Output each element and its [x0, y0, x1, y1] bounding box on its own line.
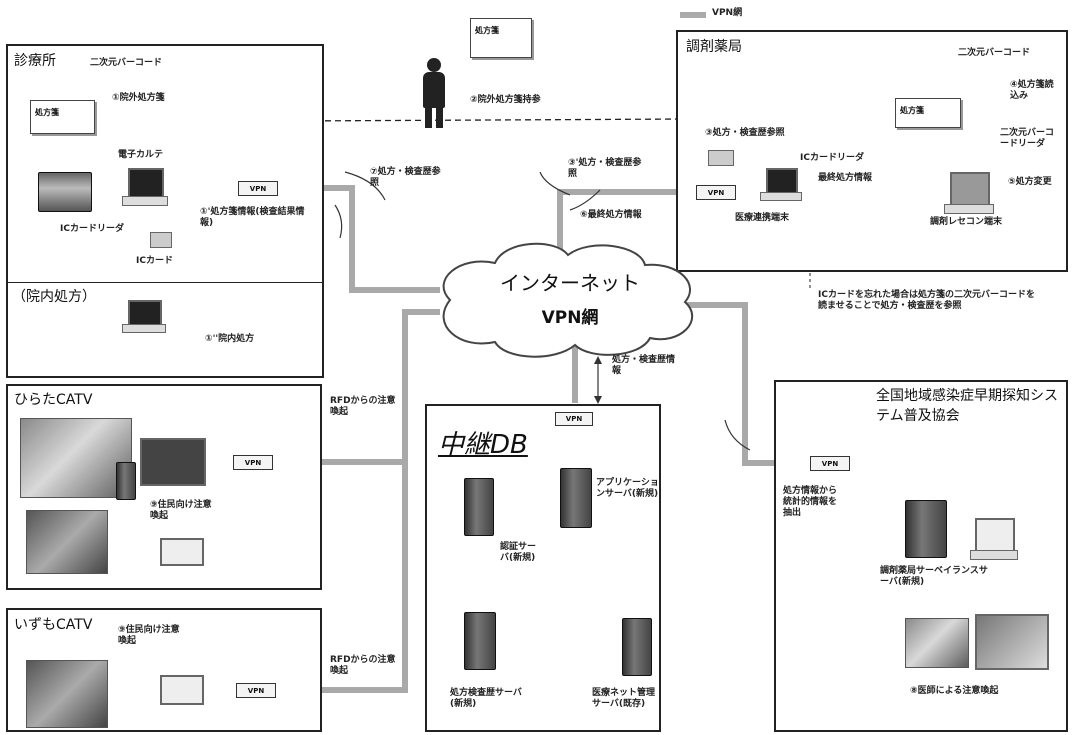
clinic-step1c: ①''院内処方	[205, 334, 254, 345]
clinic-prescription-doc: 処方箋	[30, 100, 95, 134]
clinic-title: 診療所	[14, 50, 56, 70]
recon-keyboard-icon	[944, 204, 994, 214]
assoc-step8: ⑧医師による注意喚起	[910, 686, 998, 697]
surveillance-server-icon	[905, 500, 947, 558]
hirata-community-photo	[26, 510, 108, 574]
internet-vpn-label: VPN網	[470, 303, 670, 328]
relaydb-vpn-box: VPN	[555, 412, 593, 426]
legend-label: VPN網	[712, 8, 742, 19]
pharmacy-step4: ④処方箋読込み	[1010, 80, 1060, 102]
legend-swatch	[680, 12, 706, 18]
izumo-vpn-box: VPN	[236, 683, 276, 698]
prescription-server-icon	[464, 612, 496, 670]
clinic-vpn-box: VPN	[238, 181, 278, 196]
patient-step2: ②院外処方箋持参	[470, 95, 541, 106]
pharmacy-step5: ⑤処方変更	[1008, 177, 1052, 188]
assoc-vpn-box: VPN	[810, 456, 850, 471]
clinic-ref-step7: ⑦処方・検査歴参照	[370, 167, 446, 189]
assoc-server-label: 調剤薬局サーベイランスサーバ(新規)	[880, 566, 990, 588]
relaydb-prescription-server: 処方検査歴サーバ(新規)	[450, 688, 530, 710]
assoc-flow-label: 処方情報から統計的情報を抽出	[783, 486, 841, 518]
clinic-divider	[8, 282, 322, 283]
emr-keyboard-icon	[122, 196, 168, 206]
pharmacy-note: ICカードを忘れた場合は処方箋の二次元バーコードを読ませることで処方・検査歴を参…	[818, 290, 1038, 312]
clinic-step1: ①院外処方箋	[112, 93, 165, 104]
patient-figure-icon	[415, 58, 455, 128]
internet-label: インターネット	[470, 267, 670, 296]
hirata-rfd: RFDからの注意喚起	[330, 396, 400, 418]
hirata-tv-icon	[140, 438, 206, 486]
pharmacy-recon-label: 調剤レセコン端末	[930, 217, 1002, 228]
pharmacy-title: 調剤薬局	[686, 36, 742, 56]
relaydb-network-server: 医療ネット管理サーバ(既存)	[592, 688, 658, 710]
pharmacy-terminal-monitor	[766, 168, 798, 194]
izumo-community-photo	[26, 660, 108, 728]
ic-card-icon	[150, 232, 172, 248]
clinic-ic-reader-label: ICカードリーダ	[60, 224, 124, 235]
assoc-title: 全国地域感染症早期探知システム普及協会	[876, 386, 1066, 427]
pharmacy-panel	[676, 30, 1068, 272]
clinic-step1b: ①'処方箋情報(検査結果情報)	[200, 207, 310, 229]
izumo-title: いずもCATV	[14, 614, 92, 634]
clinic-inhouse-label: （院内処方）	[12, 286, 96, 306]
hirata-vpn-box: VPN	[233, 455, 273, 470]
pharmacy-barcode-reader: 二次元バーコードリーダ	[1000, 128, 1062, 150]
printer-icon	[38, 172, 92, 212]
network-server-icon	[622, 618, 652, 676]
izumo-rfd: RFDからの注意喚起	[330, 655, 400, 677]
assoc-monitor-icon	[975, 518, 1015, 552]
relay-ref-label: 処方・検査歴情報	[612, 355, 682, 377]
hirata-stb-icon	[116, 462, 136, 500]
clinic-barcode-label: 二次元バーコード	[90, 58, 162, 69]
relaydb-auth-server: 認証サーバ(新規)	[500, 542, 544, 564]
assoc-doctor-photo	[905, 618, 969, 668]
patient-prescription-doc: 処方箋	[470, 18, 532, 58]
assoc-display-icon	[975, 614, 1049, 670]
inhouse-keyboard-icon	[122, 324, 166, 333]
net-step6: ⑥最終処方情報	[580, 210, 652, 221]
pharmacy-terminal-keyboard	[760, 192, 802, 201]
clinic-ic-card-label: ICカード	[136, 256, 173, 267]
pharmacy-ic-reader: ICカードリーダ	[800, 153, 864, 164]
izumo-pc-icon	[160, 675, 204, 705]
hirata-pc-icon	[160, 538, 204, 566]
hirata-title: ひらたCATV	[14, 389, 92, 409]
net-step3b: ③'処方・検査歴参照	[568, 158, 646, 180]
izumo-step: ⑨住民向け注意喚起	[118, 625, 188, 647]
hirata-step: ⑨住民向け注意喚起	[150, 500, 220, 522]
assoc-keyboard-icon	[970, 550, 1018, 560]
pharmacy-ic-card-icon	[708, 150, 734, 166]
clinic-emr-label: 電子カルテ	[118, 150, 163, 161]
pharmacy-barcode-label: 二次元バーコード	[958, 48, 1030, 59]
pharmacy-prescription-doc: 処方箋	[895, 98, 961, 128]
emr-monitor-icon	[128, 168, 164, 198]
pharmacy-vpn-box: VPN	[696, 185, 736, 200]
pharmacy-final-info: 最終処方情報	[818, 173, 872, 184]
relaydb-app-server: アプリケーションサーバ(新規)	[596, 478, 660, 500]
pharmacy-terminal-label: 医療連携端末	[735, 213, 789, 224]
recon-monitor-icon	[950, 172, 990, 206]
relaydb-title: 中継DB	[438, 424, 528, 461]
auth-server-icon	[464, 478, 494, 536]
pharmacy-step3: ③処方・検査歴参照	[705, 128, 785, 139]
app-server-icon	[560, 468, 592, 528]
inhouse-monitor-icon	[128, 300, 162, 326]
